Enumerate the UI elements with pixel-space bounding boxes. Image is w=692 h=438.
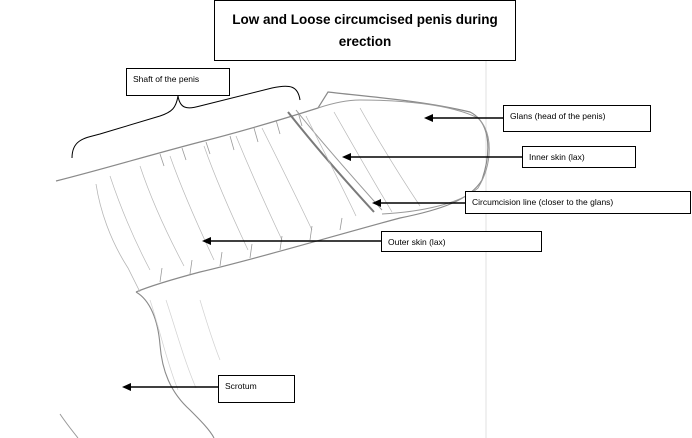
scrotum-outline xyxy=(135,291,215,438)
bottom-edge-hatching xyxy=(159,217,343,283)
shaft-underside xyxy=(95,183,141,293)
corona-band xyxy=(287,111,375,213)
glans-arrowhead xyxy=(424,114,433,122)
label-shaft-text: Shaft of the penis xyxy=(133,74,200,84)
label-circumcision-line: Circumcision line (closer to the glans) xyxy=(465,191,691,214)
shaft-outline xyxy=(55,91,489,293)
top-edge-hatching xyxy=(159,111,303,167)
label-outer-skin-text: Outer skin (lax) xyxy=(388,237,446,247)
label-inner-skin-text: Inner skin (lax) xyxy=(529,152,585,162)
scrotum-shading xyxy=(149,299,221,391)
scrotum-outline-left xyxy=(59,413,79,438)
outer-skin-arrowhead xyxy=(202,237,211,245)
label-circumcision-line-text: Circumcision line (closer to the glans) xyxy=(472,197,614,207)
skin-fold-strokes xyxy=(109,107,421,271)
arrowheads xyxy=(122,114,433,391)
pointer-arrows xyxy=(130,117,522,388)
shaft-bracket xyxy=(71,85,301,159)
label-glans: Glans (head of the penis) xyxy=(503,105,651,132)
corona-band-2 xyxy=(295,109,383,211)
diagram-title: Low and Loose circumcised penis during e… xyxy=(214,0,516,61)
scrotum-arrowhead xyxy=(122,383,131,391)
label-inner-skin: Inner skin (lax) xyxy=(522,146,636,168)
label-glans-text: Glans (head of the penis) xyxy=(510,111,606,121)
label-shaft: Shaft of the penis xyxy=(126,68,230,96)
label-outer-skin: Outer skin (lax) xyxy=(381,231,542,252)
label-scrotum-text: Scrotum xyxy=(225,381,257,391)
title-line-2: erection xyxy=(338,33,392,49)
label-scrotum: Scrotum xyxy=(218,375,295,403)
inner-skin-arrowhead xyxy=(342,153,351,161)
title-line-1: Low and Loose circumcised penis during xyxy=(232,11,498,27)
circumcision-arrowhead xyxy=(372,199,381,207)
